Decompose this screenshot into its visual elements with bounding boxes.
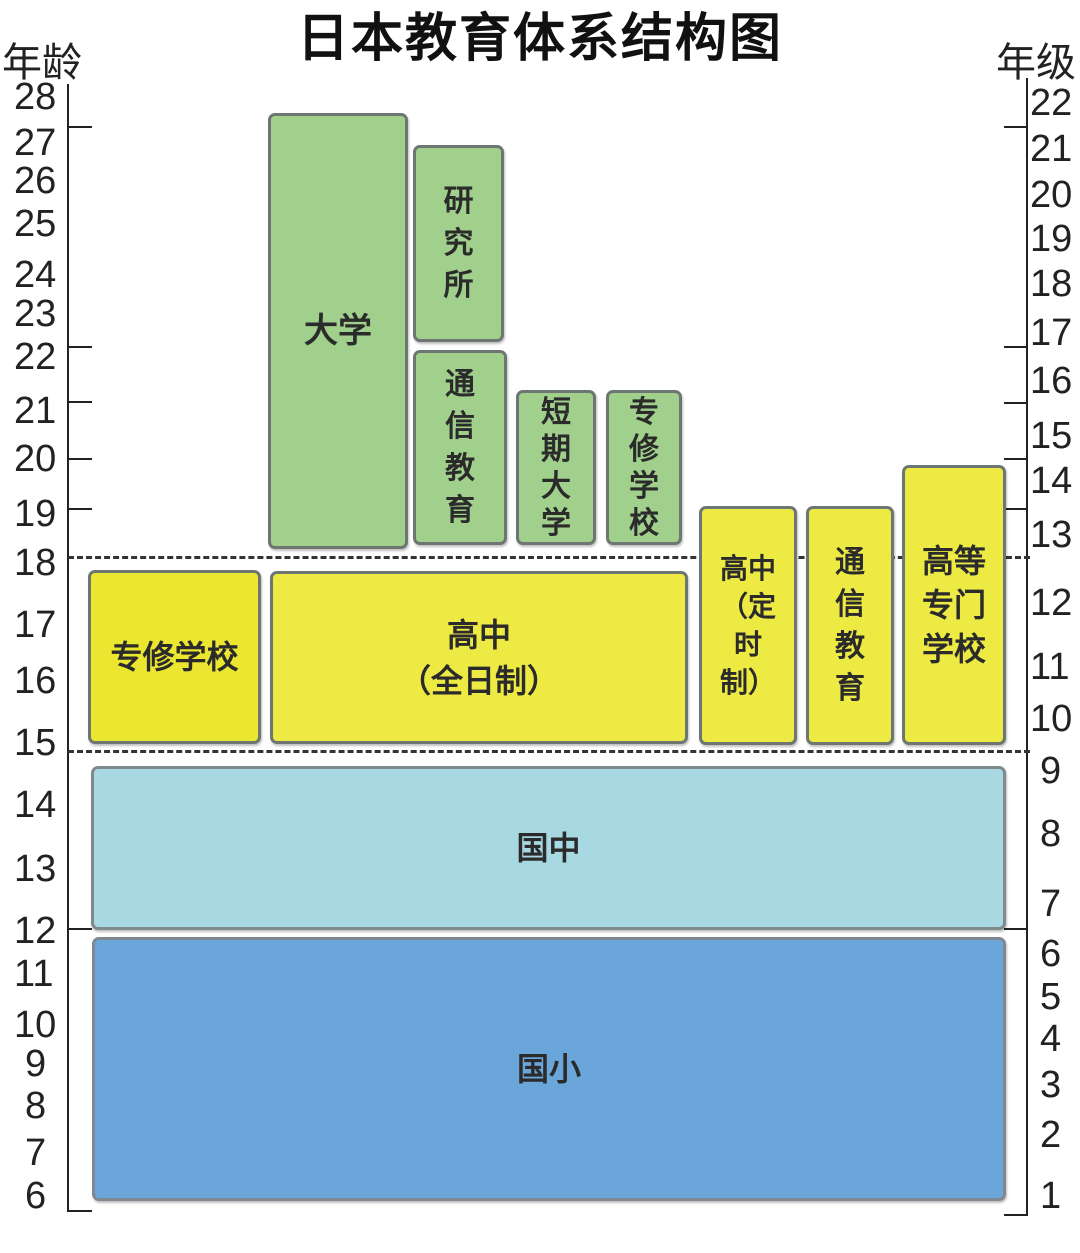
right-tick [1004,928,1028,930]
age-label: 27 [14,122,57,164]
vocational-school-post-box: 专修学校 [606,390,682,545]
junior-high-box: 国中 [91,766,1006,930]
age-label: 24 [14,254,57,296]
age-label: 16 [14,660,57,702]
technical-college-label: 高等 专门 学校 [921,542,986,668]
left-tick-27 [67,126,92,128]
grade-label: 14 [1030,460,1073,502]
technical-college-box: 高等 专门 学校 [902,465,1006,745]
age-label: 17 [14,604,57,646]
grade-label: 8 [1040,813,1062,855]
divider-age-15 [68,750,1030,753]
age-label: 23 [14,293,57,335]
grade-label: 3 [1040,1064,1062,1106]
left-tick-21 [67,401,92,403]
grade-label: 22 [1030,82,1073,124]
age-label: 12 [14,910,57,952]
grade-label: 16 [1030,360,1073,402]
right-tick [1004,402,1028,404]
grade-label: 18 [1030,263,1073,305]
left-tick-19 [67,508,92,510]
vocational-school-high-box: 专修学校 [88,570,261,744]
left-tick-6 [67,1210,92,1212]
age-label: 19 [14,493,57,535]
right-tick [1004,458,1028,460]
age-label: 14 [14,784,57,826]
diagram-title: 日本教育体系结构图 [296,9,783,69]
age-label: 6 [25,1175,47,1217]
age-label: 13 [14,848,57,890]
right-axis-title: 年级 [996,40,1076,86]
age-label: 8 [25,1085,47,1127]
grade-label: 20 [1030,174,1073,216]
high-school-parttime-label: 高中（定时制） [720,551,777,699]
grade-label: 19 [1030,218,1073,260]
graduate-school-label: 研究所 [443,183,474,303]
university-label: 大学 [304,311,372,351]
grade-label: 2 [1040,1114,1062,1156]
left-tick-20 [67,458,92,460]
left-tick-12 [67,928,92,930]
grade-label: 12 [1030,582,1073,624]
correspondence-high-label: 通信教育 [835,544,865,706]
high-school-fulltime-box: 高中 （全日制） [270,571,688,744]
age-label: 26 [14,160,57,202]
high-school-parttime-box: 高中（定时制） [699,506,797,745]
grade-label: 9 [1040,750,1062,792]
graduate-school-box: 研究所 [413,145,504,342]
right-tick [1004,346,1028,348]
grade-label: 21 [1030,128,1073,170]
vocational-school-post-label: 专修学校 [629,394,659,541]
age-label: 7 [25,1132,47,1174]
grade-label: 15 [1030,415,1073,457]
left-axis-title: 年龄 [2,40,82,86]
age-label: 20 [14,438,57,480]
correspondence-university-box: 通信教育 [413,350,507,545]
right-tick [1004,508,1028,510]
age-label: 25 [14,203,57,245]
right-axis-line [1026,78,1028,1216]
right-tick [1004,1214,1028,1216]
age-label: 28 [14,76,57,118]
junior-high-label: 国中 [516,829,581,867]
age-label: 11 [14,953,54,995]
right-tick [1004,126,1028,128]
age-label: 18 [14,542,57,584]
vocational-school-high-label: 专修学校 [110,638,239,676]
grade-label: 10 [1030,698,1073,740]
grade-label: 17 [1030,312,1073,354]
age-label: 10 [14,1004,57,1046]
elementary-box: 国小 [92,937,1006,1201]
left-tick-22 [67,346,92,348]
age-label: 22 [14,336,57,378]
grade-label: 4 [1040,1018,1062,1060]
high-school-fulltime-label: 高中 （全日制） [398,615,559,700]
grade-label: 6 [1040,933,1062,975]
left-axis-line [67,84,69,1212]
junior-college-box: 短期大学 [516,390,596,545]
university-box: 大学 [268,113,408,549]
grade-label: 5 [1040,976,1062,1018]
correspondence-high-box: 通信教育 [806,506,894,745]
grade-label: 7 [1040,883,1062,925]
age-label: 21 [14,390,57,432]
elementary-label: 国小 [516,1050,581,1088]
grade-label: 1 [1040,1175,1062,1217]
junior-college-label: 短期大学 [541,394,571,541]
grade-label: 11 [1030,646,1070,688]
correspondence-university-label: 通信教育 [445,366,475,528]
age-label: 9 [25,1043,47,1085]
grade-label: 13 [1030,514,1073,556]
age-label: 15 [14,722,57,764]
divider-age-18 [68,556,1030,559]
